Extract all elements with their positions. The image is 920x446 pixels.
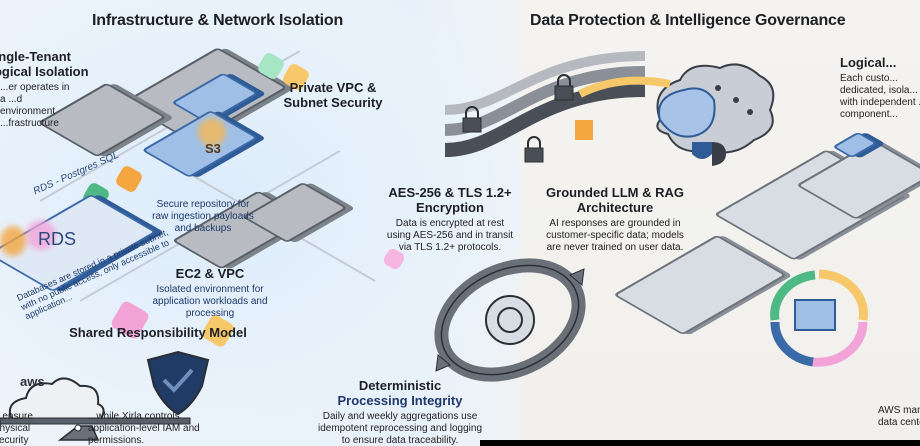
encrypted-streams-illustration [444, 51, 646, 163]
private-vpc-heading-1: Private VPC & [289, 80, 377, 95]
deterministic-heading-1: Deterministic [358, 378, 442, 393]
deterministic-heading-2: Processing Integrity [337, 393, 463, 408]
grounded-llm-heading-2: Architecture [576, 200, 654, 215]
s3-glow [198, 118, 226, 146]
shield-icon [146, 350, 210, 416]
s3-tag: S3 [205, 141, 221, 156]
cloud-aws-icon [8, 377, 105, 421]
s3-callout: Secure repository for raw ingestion payl… [148, 196, 258, 235]
single-tenant-heading-1: Single-Tenant [0, 49, 71, 64]
single-tenant-body: ...er operates in a ...d environment ...… [0, 82, 70, 129]
single-tenant-callout: Single-Tenant Logical Isolation ...er op… [0, 49, 106, 130]
ec2-vpc-heading: EC2 & VPC [175, 266, 245, 281]
tenant-ring-illustration [770, 269, 868, 367]
encryption-description: Data is encrypted at rest using AES-256 … [386, 218, 514, 253]
lock-icon [554, 74, 574, 101]
grounded-llm-heading-1: Grounded LLM & RAG [546, 185, 684, 200]
cycle-arrows-icon [434, 258, 586, 382]
logical-isolation-description: Each custo... dedicated, isola... with i… [840, 73, 920, 120]
aws-label: aws [20, 374, 45, 389]
shared-responsibility-right-body: ...while Xirla controls application-leve… [88, 411, 200, 446]
aws-datacenter-description: AWS manages data center... [878, 405, 920, 428]
shared-responsibility-heading: Shared Responsibility Model [69, 325, 247, 340]
bottom-black-bar [480, 440, 920, 446]
rds-tag: RDS [38, 229, 77, 249]
encryption-heading-2: Encryption [416, 200, 484, 215]
grounded-llm-description: AI responses are grounded in customer-sp… [546, 218, 684, 253]
brain-icon [578, 63, 775, 154]
grounded-llm-callout: Grounded LLM & RAG Architecture AI respo… [540, 185, 690, 254]
infrastructure-section-title: Infrastructure & Network Isolation [92, 12, 344, 29]
governance-section-title: Data Protection & Intelligence Governanc… [530, 12, 846, 29]
aws-datacenter-callout: AWS manages data center... [878, 402, 920, 429]
logical-isolation-heading: Logical... [840, 55, 897, 70]
shared-responsibility-left: ...ensure physical security [0, 408, 64, 446]
private-vpc-callout: Private VPC & Subnet Security [268, 80, 398, 110]
seesaw-icon [0, 350, 210, 441]
s3-description: Secure repository for raw ingestion payl… [152, 199, 254, 234]
ec2-vpc-callout: EC2 & VPC Isolated environment for appli… [150, 266, 270, 320]
single-tenant-heading-2: Logical Isolation [0, 64, 89, 79]
lock-icon [462, 106, 482, 133]
shared-responsibility-left-body: ...ensure physical security [0, 411, 33, 446]
logical-isolation-callout: Logical... Each custo... dedicated, isol… [840, 55, 920, 121]
secure-badge-icon [692, 142, 726, 166]
encryption-callout: AES-256 & TLS 1.2+ Encryption Data is en… [385, 185, 515, 254]
rds-glow [26, 220, 56, 250]
deterministic-callout: Deterministic Processing Integrity Daily… [315, 378, 485, 446]
shared-responsibility-right: ...while Xirla controls application-leve… [88, 408, 228, 446]
deterministic-description: Daily and weekly aggregations use idempo… [318, 411, 482, 446]
rds-glow [0, 226, 26, 256]
ec2-vpc-description: Isolated environment for application wor… [152, 284, 268, 319]
lock-icon [524, 136, 544, 163]
shared-responsibility-callout: Shared Responsibility Model [58, 325, 258, 340]
encryption-heading-1: AES-256 & TLS 1.2+ [388, 185, 512, 200]
private-vpc-heading-2: Subnet Security [283, 95, 383, 110]
